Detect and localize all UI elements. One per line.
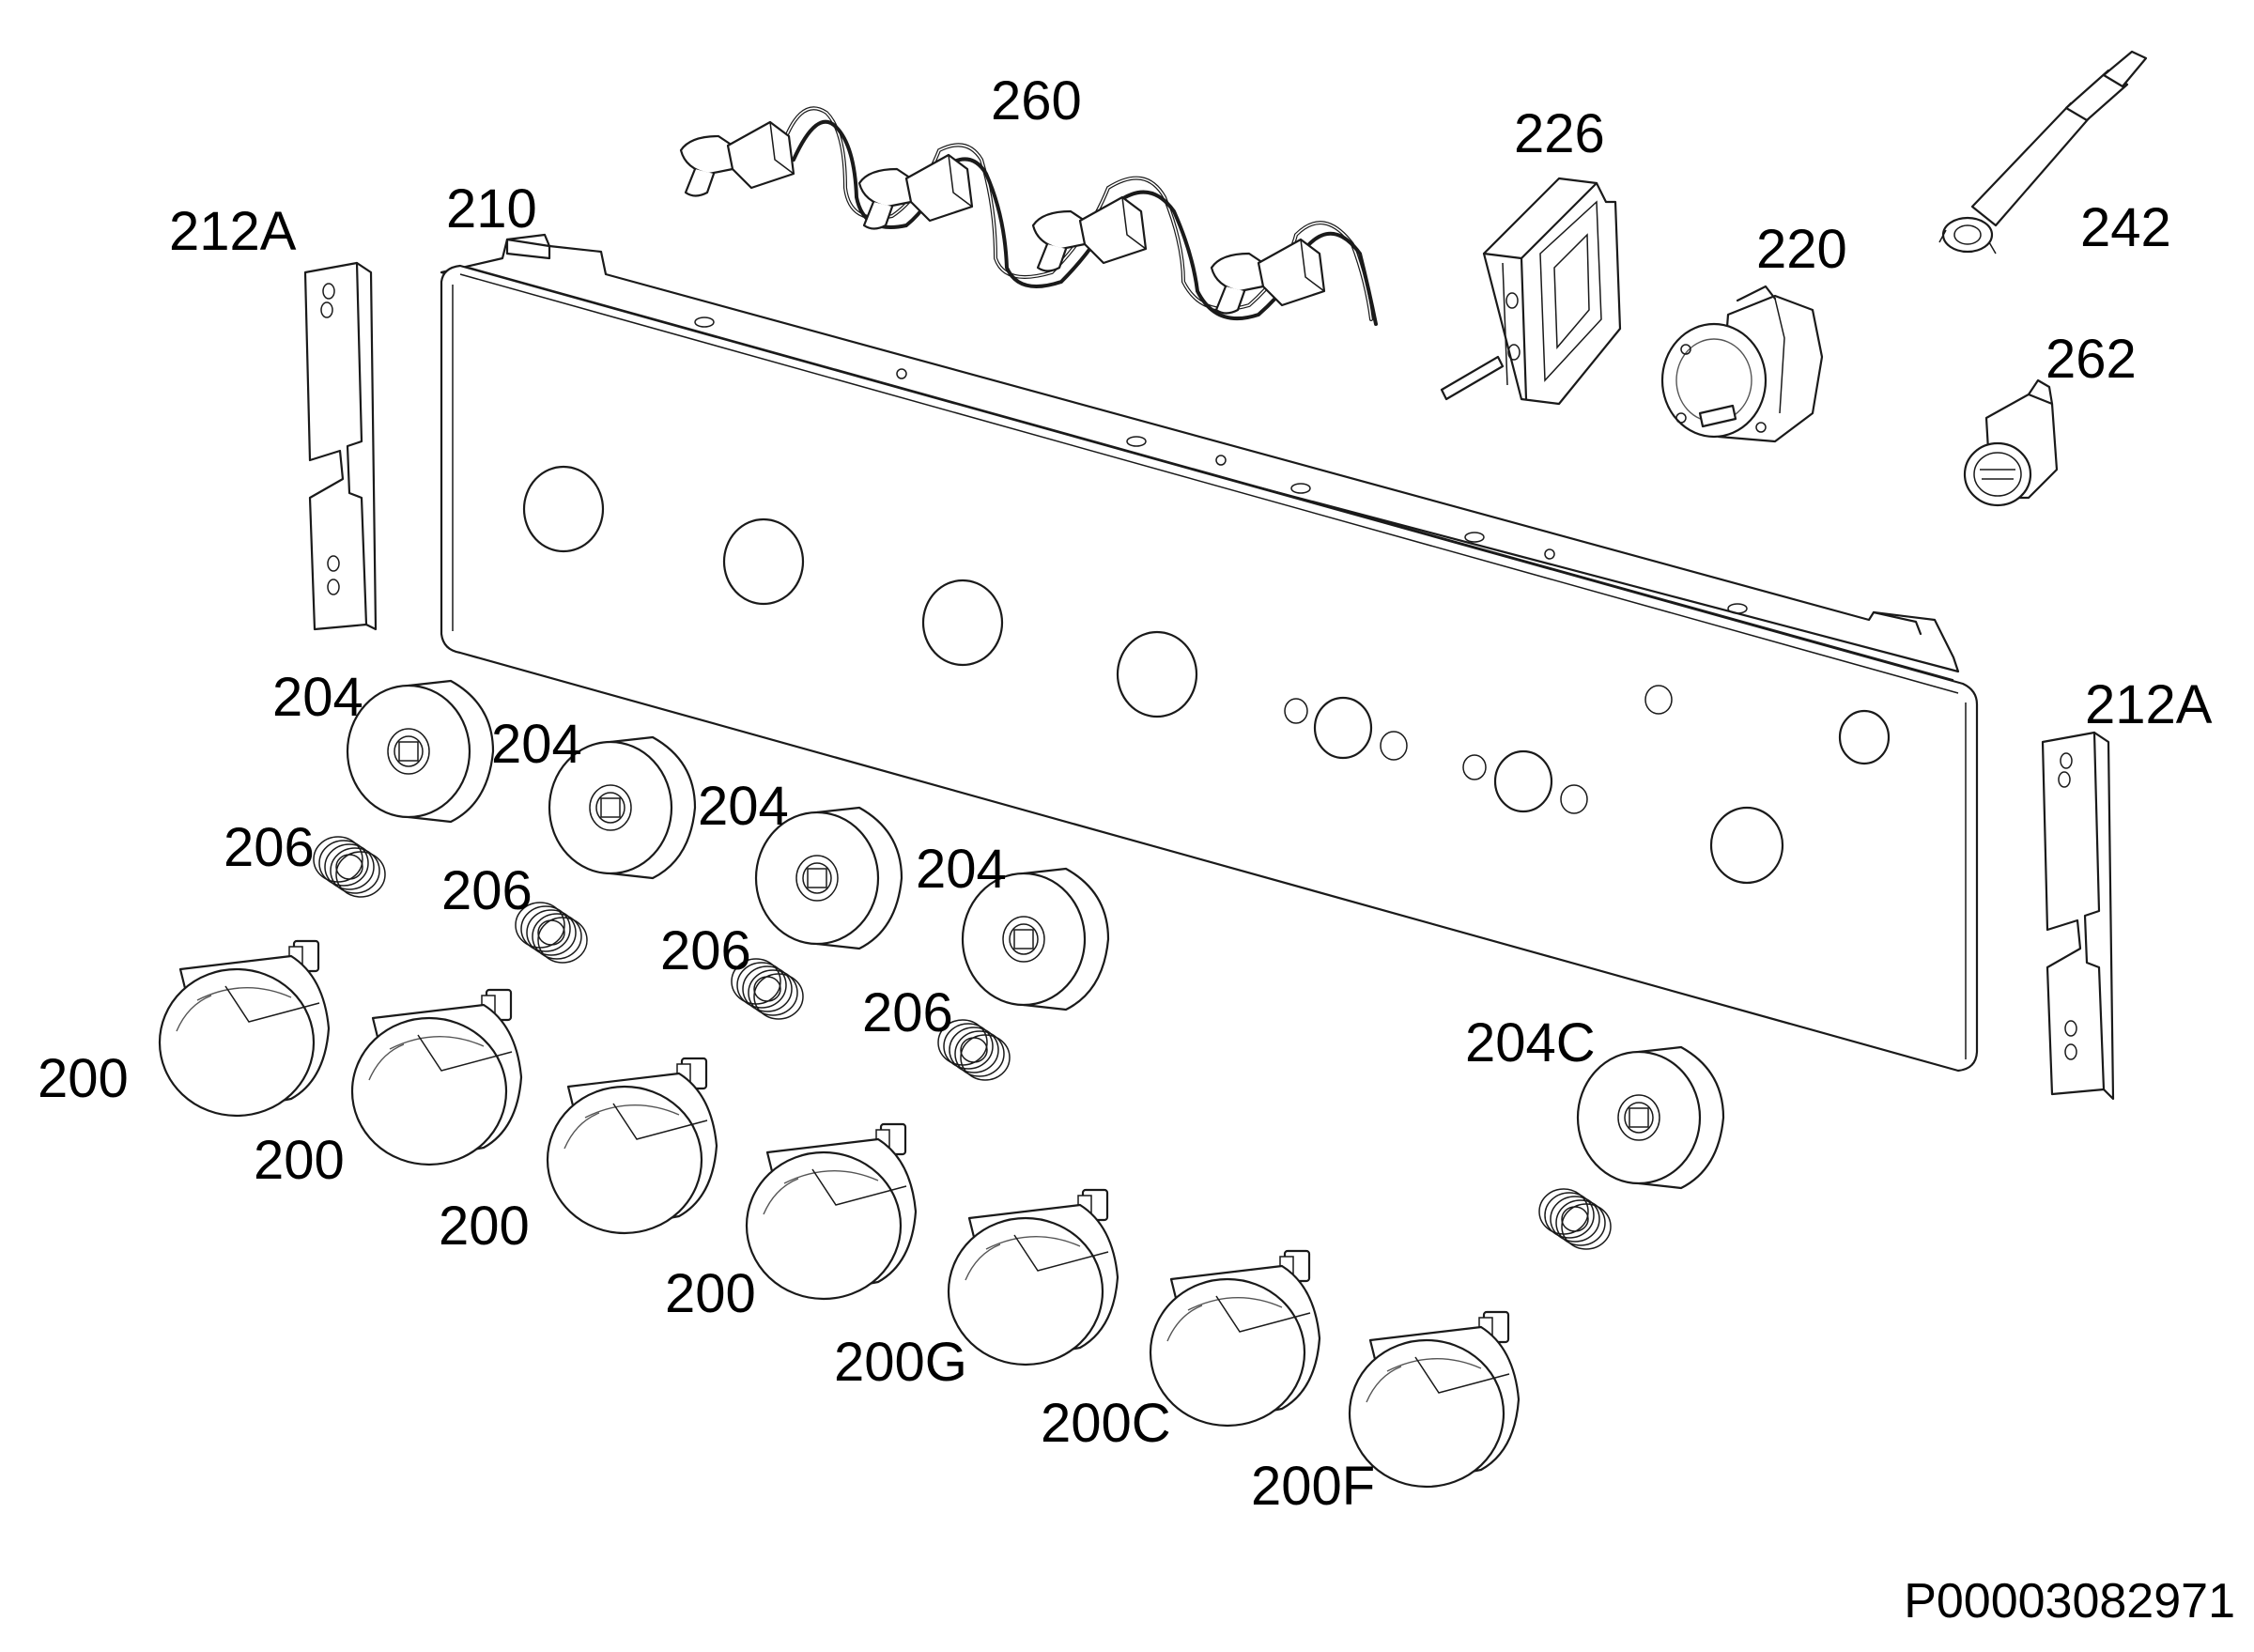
label-204-3: 204 [698, 776, 789, 837]
label-204c: 204C [1465, 1012, 1596, 1073]
label-206-2: 206 [441, 860, 533, 921]
part-260-ignition-harness [679, 106, 1378, 326]
label-242: 242 [2080, 197, 2171, 258]
label-262: 262 [2046, 329, 2137, 390]
part-212a-bracket-right [2041, 731, 2115, 1101]
part-262-indicator-lamp [1963, 378, 2059, 507]
part-204-bezel-1 [346, 679, 495, 824]
part-226-selector-switch [1440, 177, 1622, 406]
label-212a-left: 212A [169, 201, 297, 262]
part-204c-bezel [1576, 1045, 1725, 1190]
label-204-2: 204 [491, 714, 582, 775]
label-212a-right: 212A [2085, 674, 2213, 735]
label-200-3: 200 [439, 1196, 530, 1257]
part-206-spring-1 [313, 836, 386, 898]
part-242-spark-generator [1938, 50, 2148, 255]
part-206-spring-5 [1538, 1188, 1612, 1250]
label-204-4: 204 [916, 839, 1007, 900]
document-number: P00003082971 [1904, 1574, 2235, 1629]
part-210-control-panel [440, 233, 1979, 1073]
part-200-knob-1 [158, 939, 331, 1118]
part-200c-knob [1149, 1249, 1321, 1428]
label-200f: 200F [1251, 1456, 1375, 1517]
valve-clip-3 [1031, 195, 1148, 272]
part-200-knob-3 [546, 1057, 718, 1235]
part-212a-bracket-left [303, 261, 378, 631]
label-206-3: 206 [660, 920, 751, 981]
valve-clip-4 [1210, 238, 1326, 315]
part-200-knob-4 [745, 1122, 918, 1301]
label-200-1: 200 [38, 1048, 129, 1109]
label-200-4: 200 [665, 1263, 756, 1324]
part-220-timer-motor [1660, 285, 1824, 443]
valve-clip-1 [679, 120, 795, 197]
label-200c: 200C [1041, 1393, 1171, 1454]
label-226: 226 [1514, 103, 1605, 164]
label-206-1: 206 [224, 817, 315, 878]
label-204-1: 204 [272, 667, 363, 728]
part-200-knob-2 [350, 988, 523, 1166]
label-206-4: 206 [862, 982, 953, 1043]
part-200g-knob [947, 1188, 1119, 1366]
label-220: 220 [1756, 219, 1847, 280]
label-200g: 200G [834, 1332, 967, 1393]
label-210: 210 [446, 178, 537, 239]
label-200-2: 200 [254, 1130, 345, 1191]
label-260: 260 [991, 70, 1082, 131]
